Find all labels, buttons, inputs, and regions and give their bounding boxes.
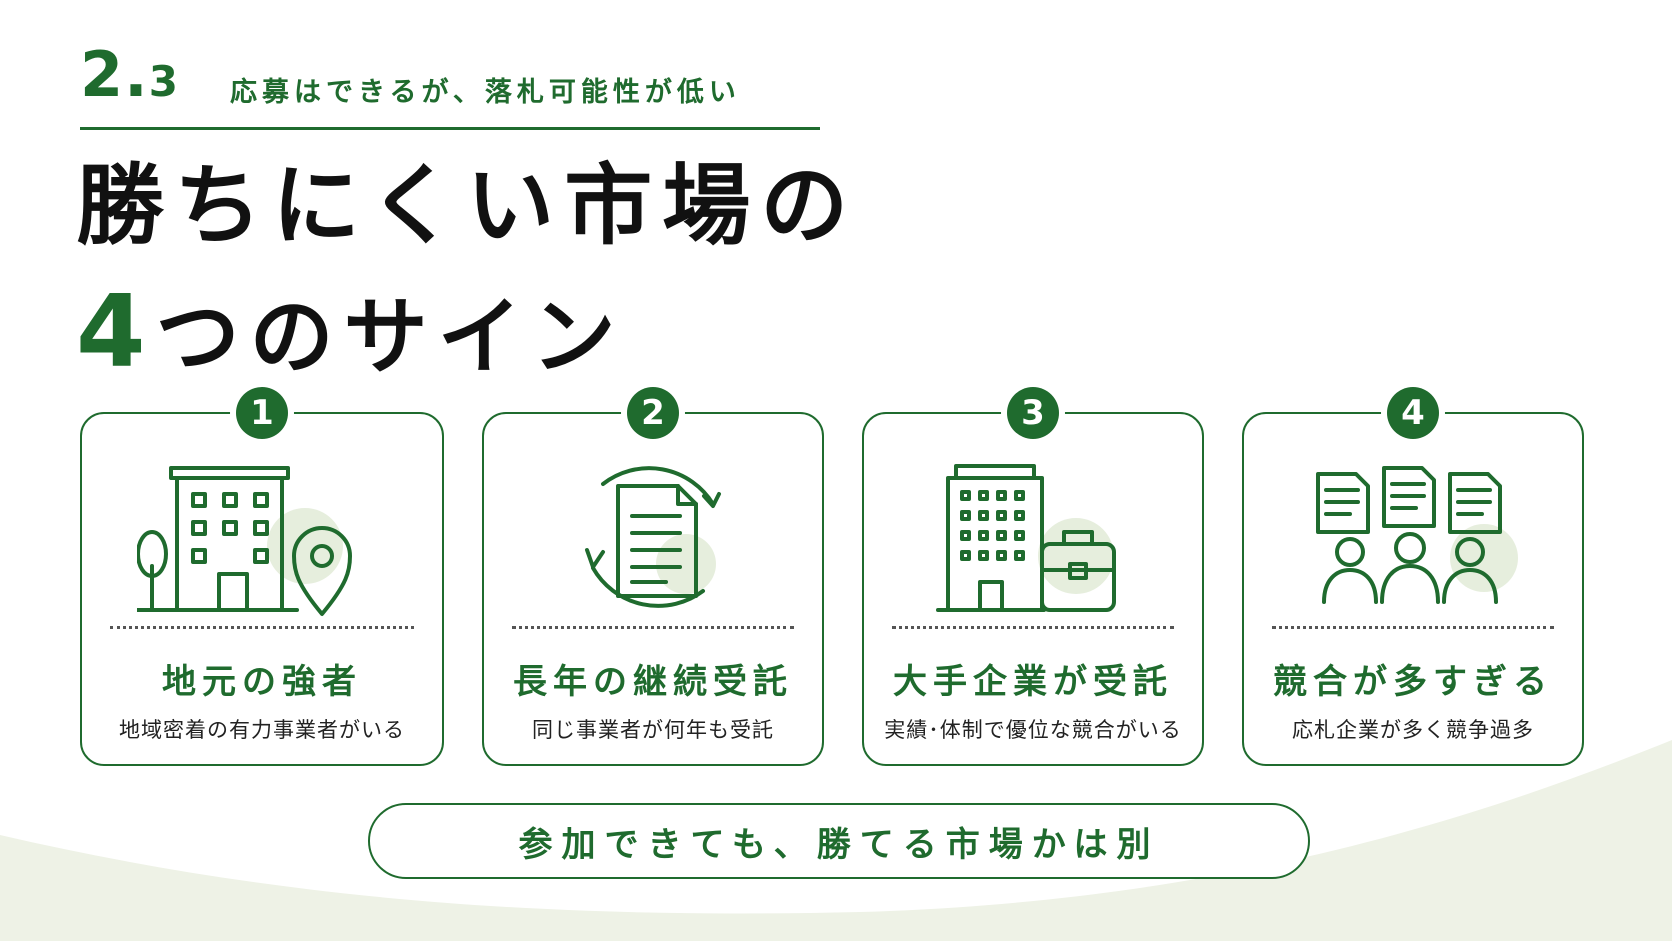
sign-card-4: 4 競合が多すぎる 応札企業が多く競争過多 bbox=[1242, 387, 1584, 766]
document-cycle-icon bbox=[585, 466, 721, 608]
card-number-badge: 3 bbox=[1007, 387, 1059, 439]
conclusion-banner: 参加できても、勝てる市場かは別 bbox=[368, 803, 1310, 879]
card-description: 地域密着の有力事業者がいる bbox=[119, 718, 405, 742]
card-divider bbox=[892, 626, 1174, 629]
card-description: 実績･体制で優位な競合がいる bbox=[884, 718, 1182, 742]
card-title: 長年の継続受託 bbox=[513, 662, 793, 702]
card-number-badge: 2 bbox=[627, 387, 679, 439]
card-description: 同じ事業者が何年も受託 bbox=[532, 718, 774, 742]
building-location-icon bbox=[137, 466, 352, 616]
header-divider bbox=[80, 127, 820, 130]
title-number: 4 bbox=[76, 273, 156, 390]
card-title: 地元の強者 bbox=[162, 662, 362, 702]
card-description: 応札企業が多く競争過多 bbox=[1292, 718, 1534, 742]
page-title-line2: 4つのサイン bbox=[76, 282, 626, 382]
page-title-line1: 勝ちにくい市場の bbox=[76, 154, 859, 257]
section-subtitle: 応募はできるが、落札可能性が低い bbox=[230, 77, 741, 108]
sign-card-1: 1 地元の強者 地域密着の有力事業者がいる bbox=[80, 387, 444, 766]
sign-card-3: 3 大手企業が受託 実績･体制で優位な競合がいる bbox=[862, 387, 1204, 766]
card-number-badge: 4 bbox=[1387, 387, 1439, 439]
card-divider bbox=[1272, 626, 1554, 629]
sign-card-2: 2 長年の継続受託 同じ事業者が何年も受託 bbox=[482, 387, 824, 766]
card-title: 競合が多すぎる bbox=[1273, 662, 1553, 702]
conclusion-text: 参加できても、勝てる市場かは別 bbox=[518, 824, 1160, 865]
group-documents-icon bbox=[1316, 466, 1518, 604]
card-number-badge: 1 bbox=[236, 387, 288, 439]
title-rest: つのサイン bbox=[155, 288, 626, 386]
office-briefcase-icon bbox=[936, 464, 1116, 612]
card-title: 大手企業が受託 bbox=[893, 662, 1173, 702]
section-number: 2.3 bbox=[80, 38, 179, 111]
card-divider bbox=[512, 626, 794, 629]
card-divider bbox=[110, 626, 414, 629]
